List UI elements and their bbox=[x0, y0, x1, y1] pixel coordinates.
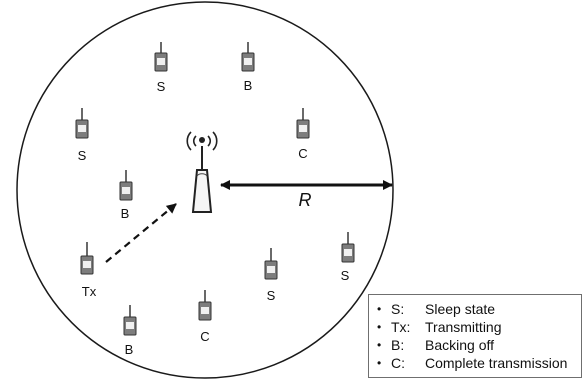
radius-label: R bbox=[299, 190, 312, 210]
sensor-node-icon bbox=[341, 232, 355, 263]
sensor-node-icon bbox=[123, 305, 137, 336]
legend-key: B: bbox=[391, 337, 405, 353]
legend-item: • S: Sleep state bbox=[377, 300, 573, 318]
sensor-node-icon bbox=[296, 108, 310, 139]
bullet-icon: • bbox=[377, 302, 382, 316]
legend-description: Sleep state bbox=[425, 301, 496, 317]
node-label: S bbox=[267, 288, 276, 303]
sensor-node-icon bbox=[119, 170, 133, 201]
bullet-icon: • bbox=[377, 356, 382, 370]
legend-item: • C: Complete transmission bbox=[377, 354, 573, 372]
node-label: S bbox=[157, 79, 166, 94]
state-legend: • S: Sleep state • Tx: Transmitting • B:… bbox=[368, 294, 582, 378]
sensor-node-icon bbox=[198, 290, 212, 321]
legend-item: • Tx: Transmitting bbox=[377, 318, 573, 336]
legend-key: Tx: bbox=[391, 319, 411, 335]
legend-key: C: bbox=[391, 355, 405, 371]
legend-description: Backing off bbox=[425, 337, 495, 353]
legend-description: Complete transmission bbox=[425, 355, 568, 371]
bullet-icon: • bbox=[377, 338, 382, 352]
transmission-arrow bbox=[105, 203, 177, 263]
node-label: Tx bbox=[82, 284, 97, 299]
access-point-icon bbox=[186, 131, 218, 213]
bullet-icon: • bbox=[377, 320, 382, 334]
sensor-node-icon bbox=[154, 42, 168, 72]
node-label: B bbox=[244, 78, 253, 93]
node-label: C bbox=[298, 146, 307, 161]
node-label: C bbox=[200, 329, 209, 344]
node-label: S bbox=[78, 148, 87, 163]
legend-item: • B: Backing off bbox=[377, 336, 573, 354]
sensor-node-icon bbox=[80, 242, 94, 275]
node-label: S bbox=[341, 268, 350, 283]
node-label: B bbox=[125, 342, 134, 357]
node-label: B bbox=[121, 206, 130, 221]
sensor-node-icon bbox=[75, 108, 89, 139]
legend-description: Transmitting bbox=[425, 319, 502, 335]
legend-key: S: bbox=[391, 301, 405, 317]
sensor-node-icon bbox=[264, 248, 278, 280]
sensor-node-icon bbox=[241, 42, 255, 72]
